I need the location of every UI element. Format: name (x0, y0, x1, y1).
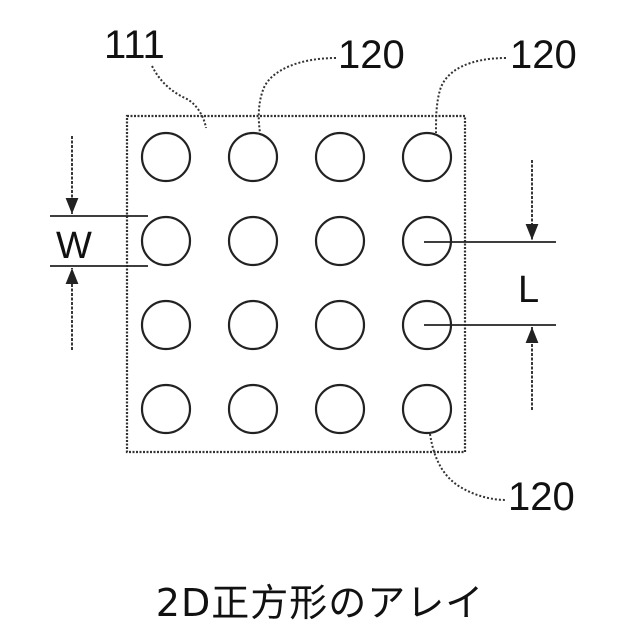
array-element-circle (316, 217, 364, 265)
leader-line-120-top-right (436, 58, 506, 133)
label-120-top-left: 120 (338, 33, 405, 77)
substrate-square (127, 116, 465, 452)
array-element-circle (316, 385, 364, 433)
leader-line-111 (152, 66, 206, 128)
label-120-bottom-right: 120 (508, 475, 575, 519)
leader-line-120-top-left (259, 58, 336, 133)
array-element-circle (142, 217, 190, 265)
element-grid (142, 133, 451, 433)
array-element-circle (316, 133, 364, 181)
label-pitch: L (518, 269, 539, 311)
array-element-circle (403, 133, 451, 181)
label-111: 111 (104, 23, 165, 67)
array-element-circle (316, 301, 364, 349)
array-element-circle (229, 385, 277, 433)
label-120-top-right: 120 (510, 33, 577, 77)
leader-line-120-bottom-right (430, 434, 506, 500)
array-element-circle (229, 133, 277, 181)
array-element-circle (142, 385, 190, 433)
figure-caption: 2D正方形のアレイ (0, 572, 640, 627)
array-element-circle (142, 301, 190, 349)
array-element-circle (403, 217, 451, 265)
array-element-circle (229, 301, 277, 349)
label-width: W (56, 225, 92, 267)
array-element-circle (142, 133, 190, 181)
array-element-circle (403, 385, 451, 433)
array-element-circle (229, 217, 277, 265)
